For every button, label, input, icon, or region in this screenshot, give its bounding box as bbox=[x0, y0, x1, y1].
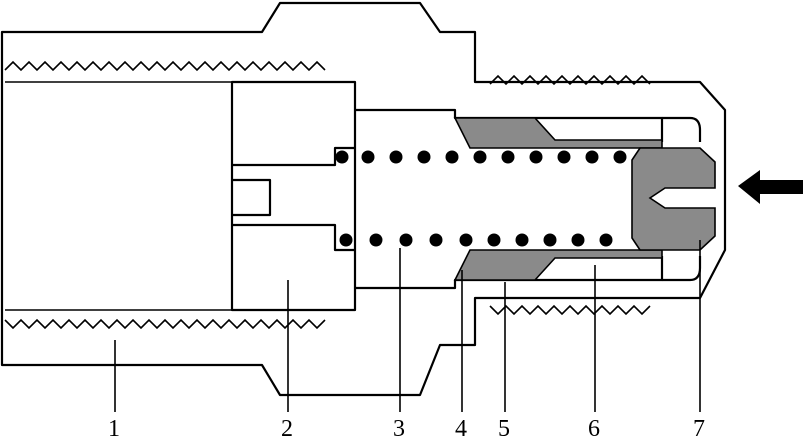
arrow-left-icon bbox=[738, 170, 803, 204]
label-part-5: 5 bbox=[498, 416, 510, 437]
plug-stem bbox=[232, 146, 355, 252]
plug-slot bbox=[232, 178, 272, 217]
inlet-thread-top bbox=[4, 60, 326, 72]
outlet-thread-bottom bbox=[489, 304, 651, 316]
sleeve-bottom bbox=[453, 249, 663, 281]
leader-lines bbox=[114, 240, 701, 412]
valve-body-outline bbox=[0, 1, 727, 397]
inlet-thread-bottom bbox=[4, 318, 326, 330]
label-part-3: 3 bbox=[393, 416, 405, 437]
spring-coil-top bbox=[335, 150, 627, 164]
sleeve-top bbox=[453, 117, 663, 149]
label-part-1: 1 bbox=[108, 416, 120, 437]
label-part-2: 2 bbox=[281, 416, 293, 437]
spring-coil-bottom bbox=[339, 233, 613, 247]
plug-part bbox=[230, 80, 357, 312]
label-part-6: 6 bbox=[588, 416, 600, 437]
valve-head bbox=[631, 147, 716, 251]
cap-inner bbox=[662, 116, 702, 282]
label-part-7: 7 bbox=[693, 416, 705, 437]
label-part-4: 4 bbox=[455, 416, 467, 437]
outlet-thread-top bbox=[489, 74, 651, 86]
